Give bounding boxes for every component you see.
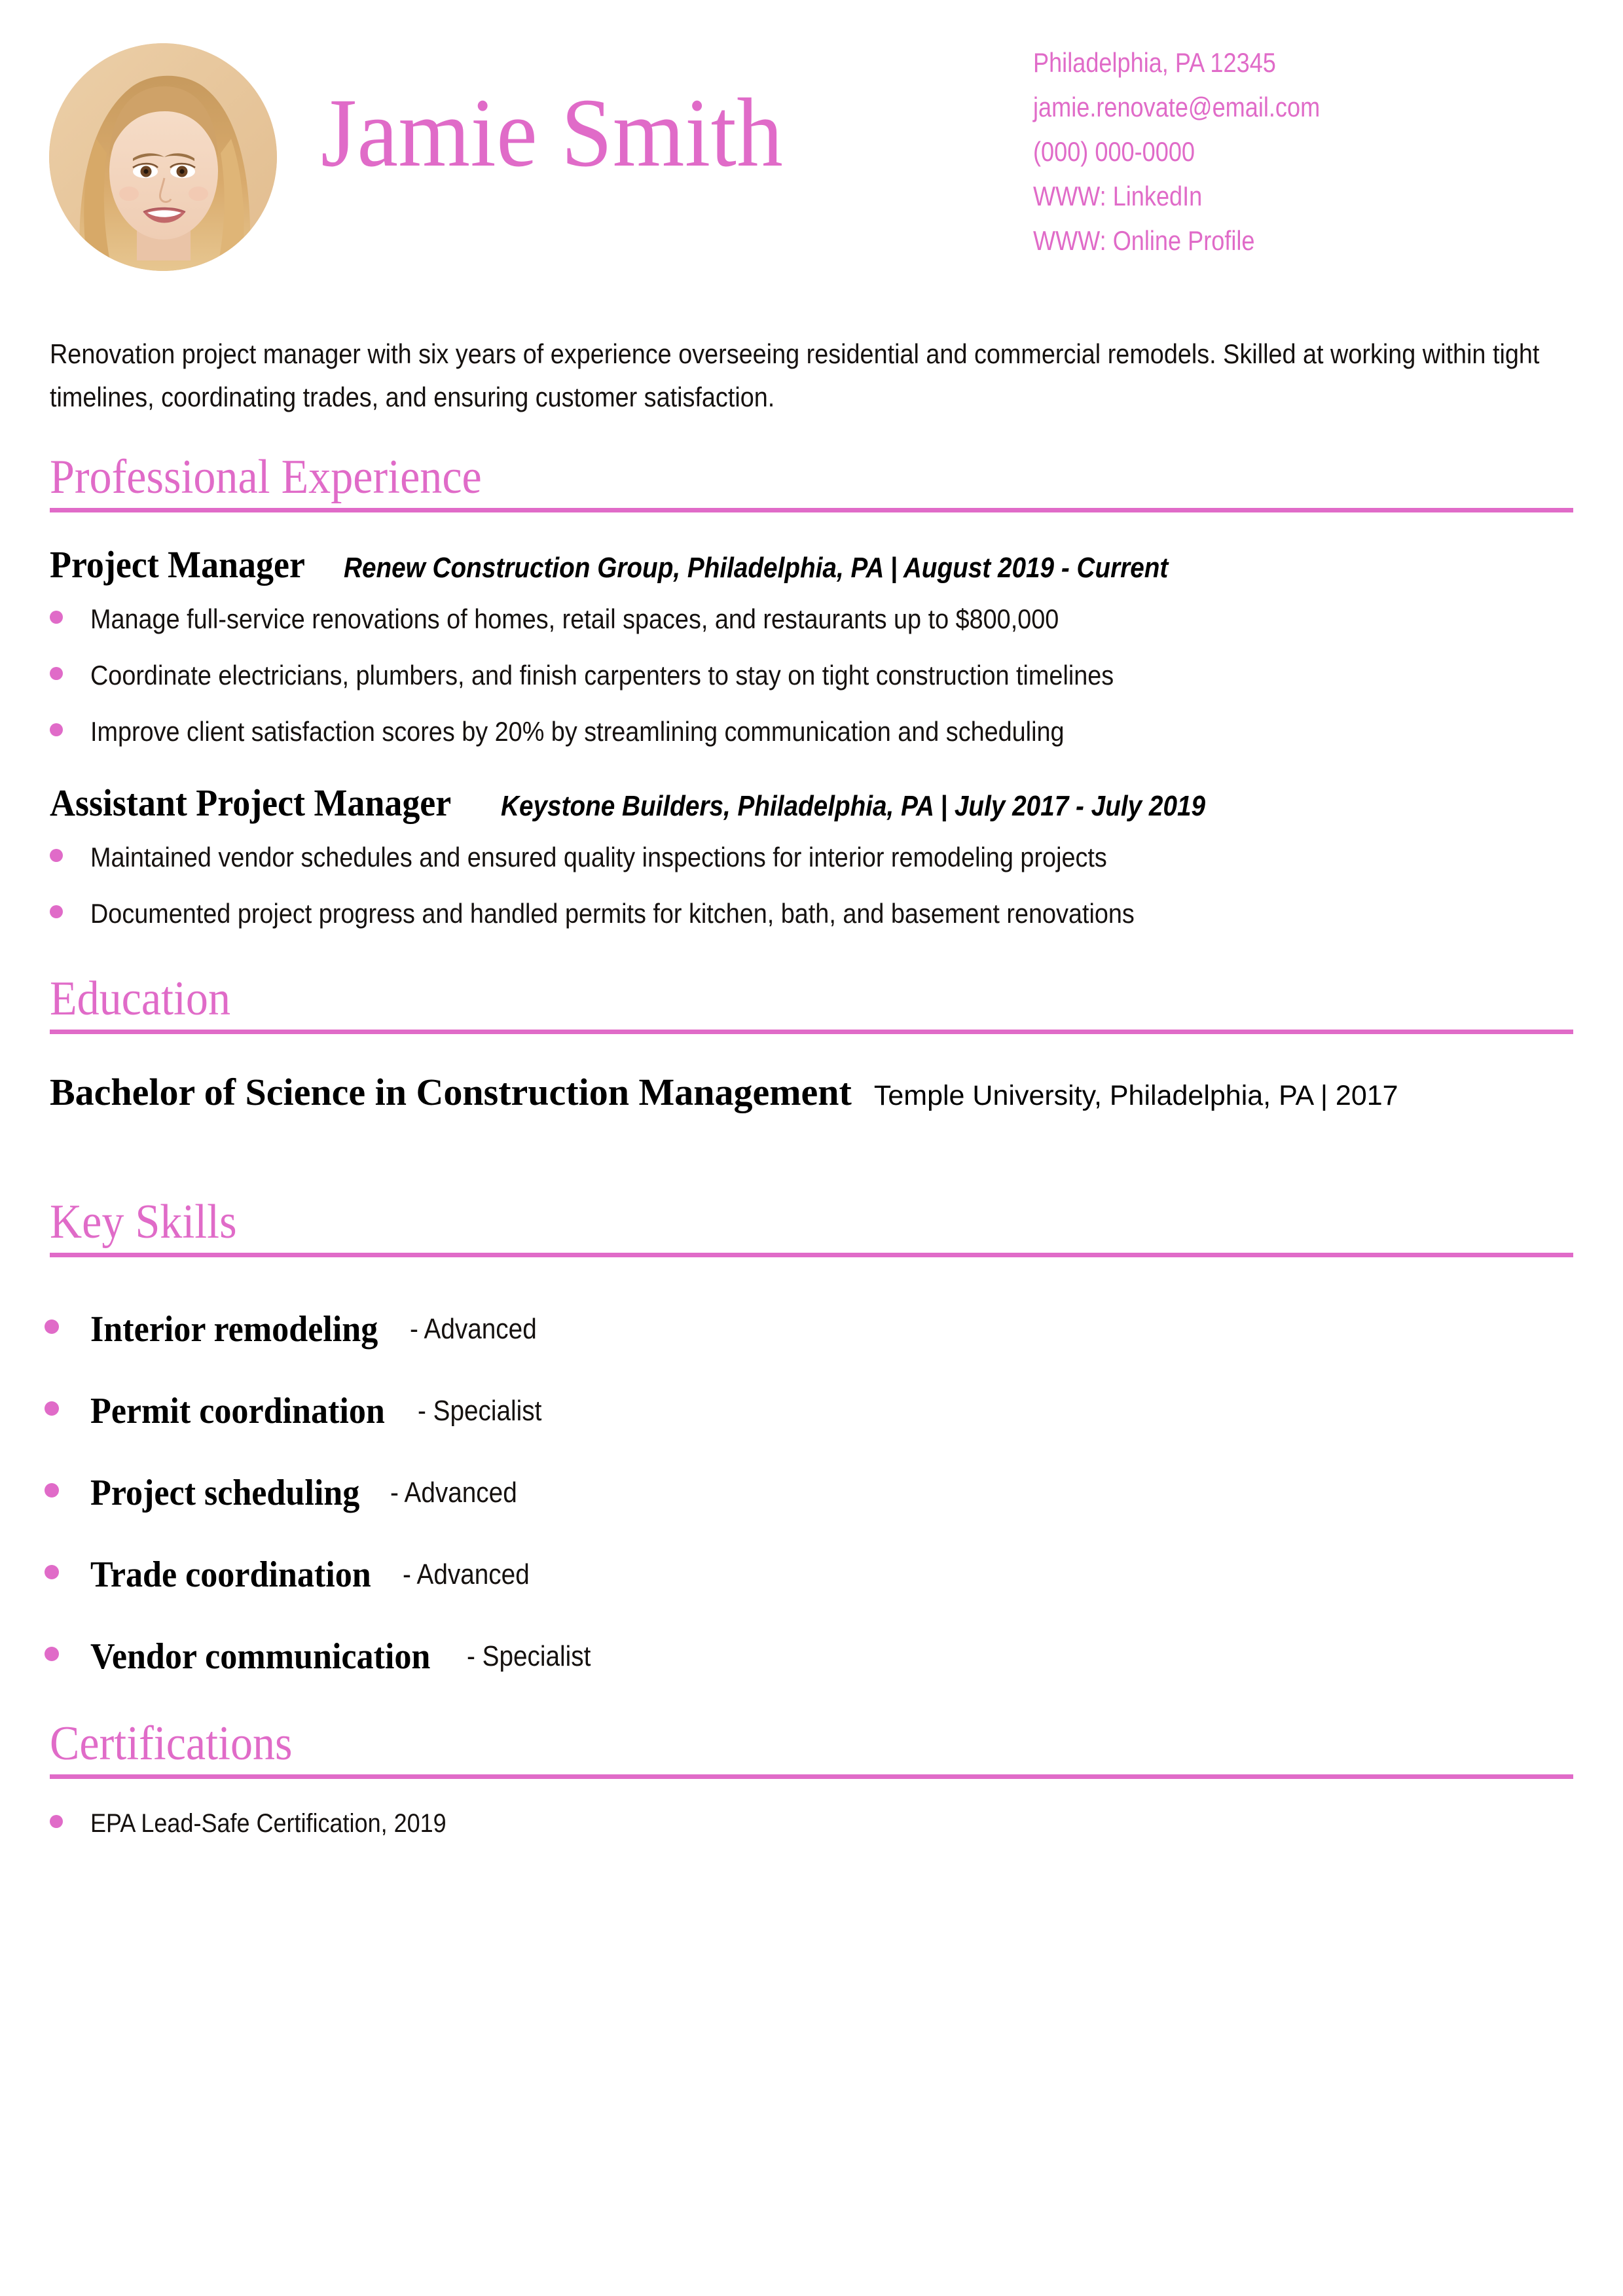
bullet-dot-icon [45, 1401, 59, 1416]
contact-online-profile[interactable]: WWW: Online Profile [1033, 225, 1255, 256]
bullet-text: Coordinate electricians, plumbers, and f… [90, 660, 1114, 691]
skill-level: - Advanced [402, 1558, 530, 1590]
bullet-text: Manage full-service renovations of homes… [90, 603, 1059, 634]
job-bullet: Manage full-service renovations of homes… [50, 602, 1621, 636]
section-title-skills: Key Skills [50, 1195, 237, 1249]
degree-title: Bachelor of Science in Construction Mana… [50, 1071, 852, 1113]
job-bullet: Maintained vendor schedules and ensured … [50, 840, 1621, 874]
degree-detail: Temple University, Philadelphia, PA | 20… [873, 1080, 1398, 1111]
page-title: Jamie Smith [321, 79, 784, 187]
certification-text: EPA Lead-Safe Certification, 2019 [90, 1809, 447, 1838]
education-entry: Bachelor of Science in Construction Mana… [50, 1068, 1623, 1129]
bullet-text: Maintained vendor schedules and ensured … [90, 842, 1107, 872]
job-title: Project Manager [50, 543, 305, 586]
skill-item: Interior remodeling - Advanced [45, 1309, 1616, 1350]
job-entry: Assistant Project Manager Keystone Builde… [50, 780, 1621, 829]
skill-level: - Specialist [417, 1395, 542, 1427]
bullet-text: Documented project progress and handled … [90, 898, 1135, 929]
bullet-dot-icon [45, 1483, 59, 1498]
bullet-dot-icon [45, 1565, 59, 1579]
skill-level: - Advanced [390, 1477, 518, 1509]
bullet-dot-icon [50, 611, 63, 624]
skill-level: - Advanced [410, 1313, 538, 1345]
section-divider [50, 1774, 1573, 1779]
job-bullet: Improve client satisfaction scores by 20… [50, 715, 1621, 749]
resume-header: Jamie Smith Philadelphia, PA 12345 jamie… [0, 0, 1623, 308]
profile-photo-icon [49, 43, 277, 271]
section-title-education: Education [50, 972, 231, 1026]
contact-block: Philadelphia, PA 12345 jamie.renovate@em… [1033, 41, 1583, 263]
job-bullet: Documented project progress and handled … [50, 897, 1621, 931]
section-divider [50, 1253, 1573, 1257]
section-education-header: Education [50, 973, 1573, 1034]
skill-item: Trade coordination - Advanced [45, 1554, 1616, 1595]
section-divider [50, 1030, 1573, 1034]
bullet-dot-icon [50, 849, 63, 862]
skill-level: - Specialist [466, 1640, 591, 1672]
certification-item: EPA Lead-Safe Certification, 2019 [50, 1806, 1621, 1840]
bullet-dot-icon [45, 1647, 59, 1661]
section-title-certifications: Certifications [50, 1717, 293, 1770]
contact-linkedin[interactable]: WWW: LinkedIn [1033, 181, 1203, 211]
skill-name: Trade coordination [90, 1554, 371, 1595]
section-title-experience: Professional Experience [50, 450, 482, 504]
bullet-dot-icon [45, 1319, 59, 1334]
bullet-dot-icon [50, 723, 63, 736]
bullet-dot-icon [50, 667, 63, 680]
contact-email[interactable]: jamie.renovate@email.com [1033, 92, 1321, 122]
bullet-text: Improve client satisfaction scores by 20… [90, 716, 1065, 747]
job-entry: Project Manager Renew Construction Group,… [50, 542, 1621, 591]
job-bullet: Coordinate electricians, plumbers, and f… [50, 658, 1621, 692]
section-certifications-header: Certifications [50, 1718, 1573, 1779]
job-detail: Renew Construction Group, Philadelphia, … [344, 552, 1169, 584]
skill-item: Vendor communication - Specialist [45, 1636, 1616, 1677]
skill-name: Interior remodeling [90, 1309, 378, 1350]
job-detail: Keystone Builders, Philadelphia, PA | Ju… [501, 790, 1206, 822]
skill-name: Project scheduling [90, 1473, 360, 1513]
contact-address: Philadelphia, PA 12345 [1033, 47, 1276, 78]
section-experience-header: Professional Experience [50, 452, 1573, 512]
contact-phone: (000) 000-0000 [1033, 136, 1195, 167]
bullet-dot-icon [50, 905, 63, 918]
section-divider [50, 508, 1573, 512]
section-skills-header: Key Skills [50, 1196, 1573, 1257]
job-title: Assistant Project Manager [50, 781, 452, 824]
avatar [49, 43, 277, 271]
bullet-dot-icon [50, 1815, 63, 1828]
skill-item: Project scheduling - Advanced [45, 1473, 1616, 1513]
skill-name: Vendor communication [90, 1636, 431, 1677]
skill-name: Permit coordination [90, 1391, 385, 1431]
skill-item: Permit coordination - Specialist [45, 1391, 1616, 1431]
professional-summary: Renovation project manager with six year… [50, 338, 1540, 412]
